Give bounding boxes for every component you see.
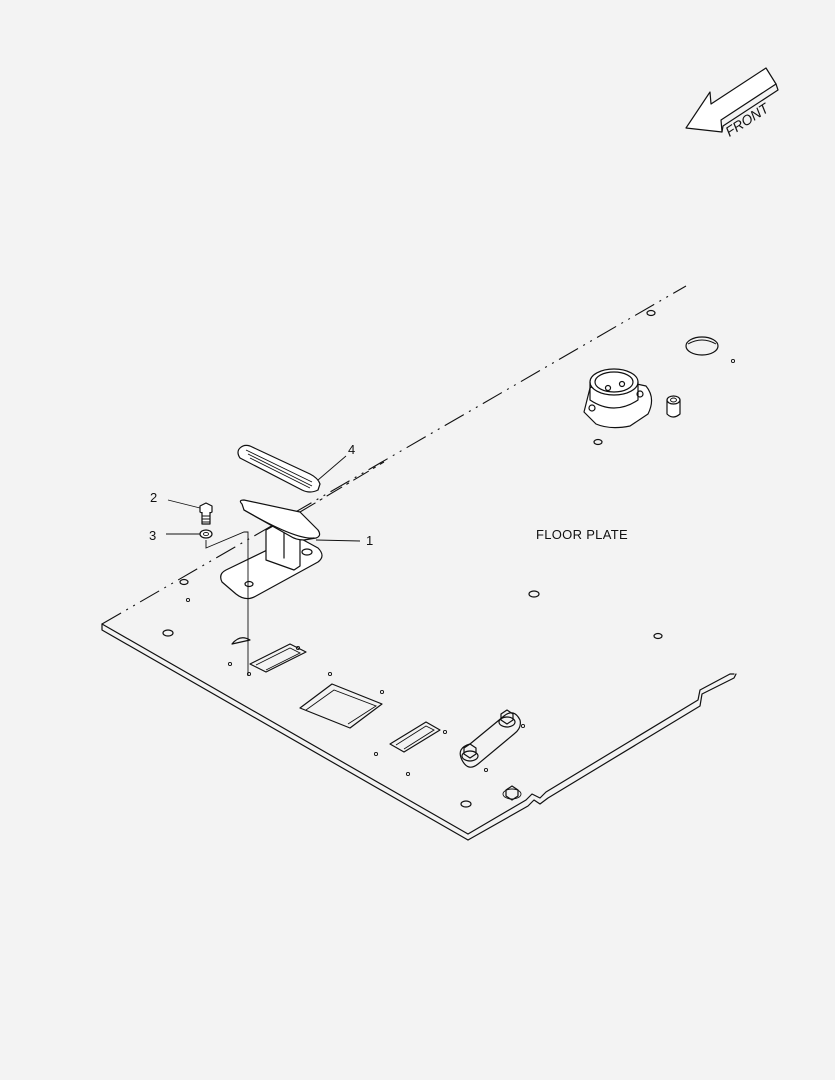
washer (199, 529, 213, 539)
floor-plate-label: FLOOR PLATE (536, 527, 628, 542)
assembly-line-pad (299, 461, 385, 513)
assembly-line (205, 531, 249, 676)
pedal-pad (237, 444, 321, 493)
callout-1: 1 (366, 533, 373, 548)
leader-4 (317, 455, 347, 481)
callout-2: 2 (150, 490, 157, 505)
front-arrow: FRONT (685, 67, 779, 140)
pedal-bracket (220, 499, 323, 600)
sleeve (666, 395, 681, 418)
leader-1 (315, 539, 361, 542)
floor-plate: FLOOR PLATE (101, 285, 737, 841)
callout-4: 4 (348, 442, 355, 457)
leader-2 (167, 499, 201, 509)
callout-3: 3 (149, 528, 156, 543)
flange-boss (583, 368, 653, 429)
cap-screw (199, 502, 213, 525)
